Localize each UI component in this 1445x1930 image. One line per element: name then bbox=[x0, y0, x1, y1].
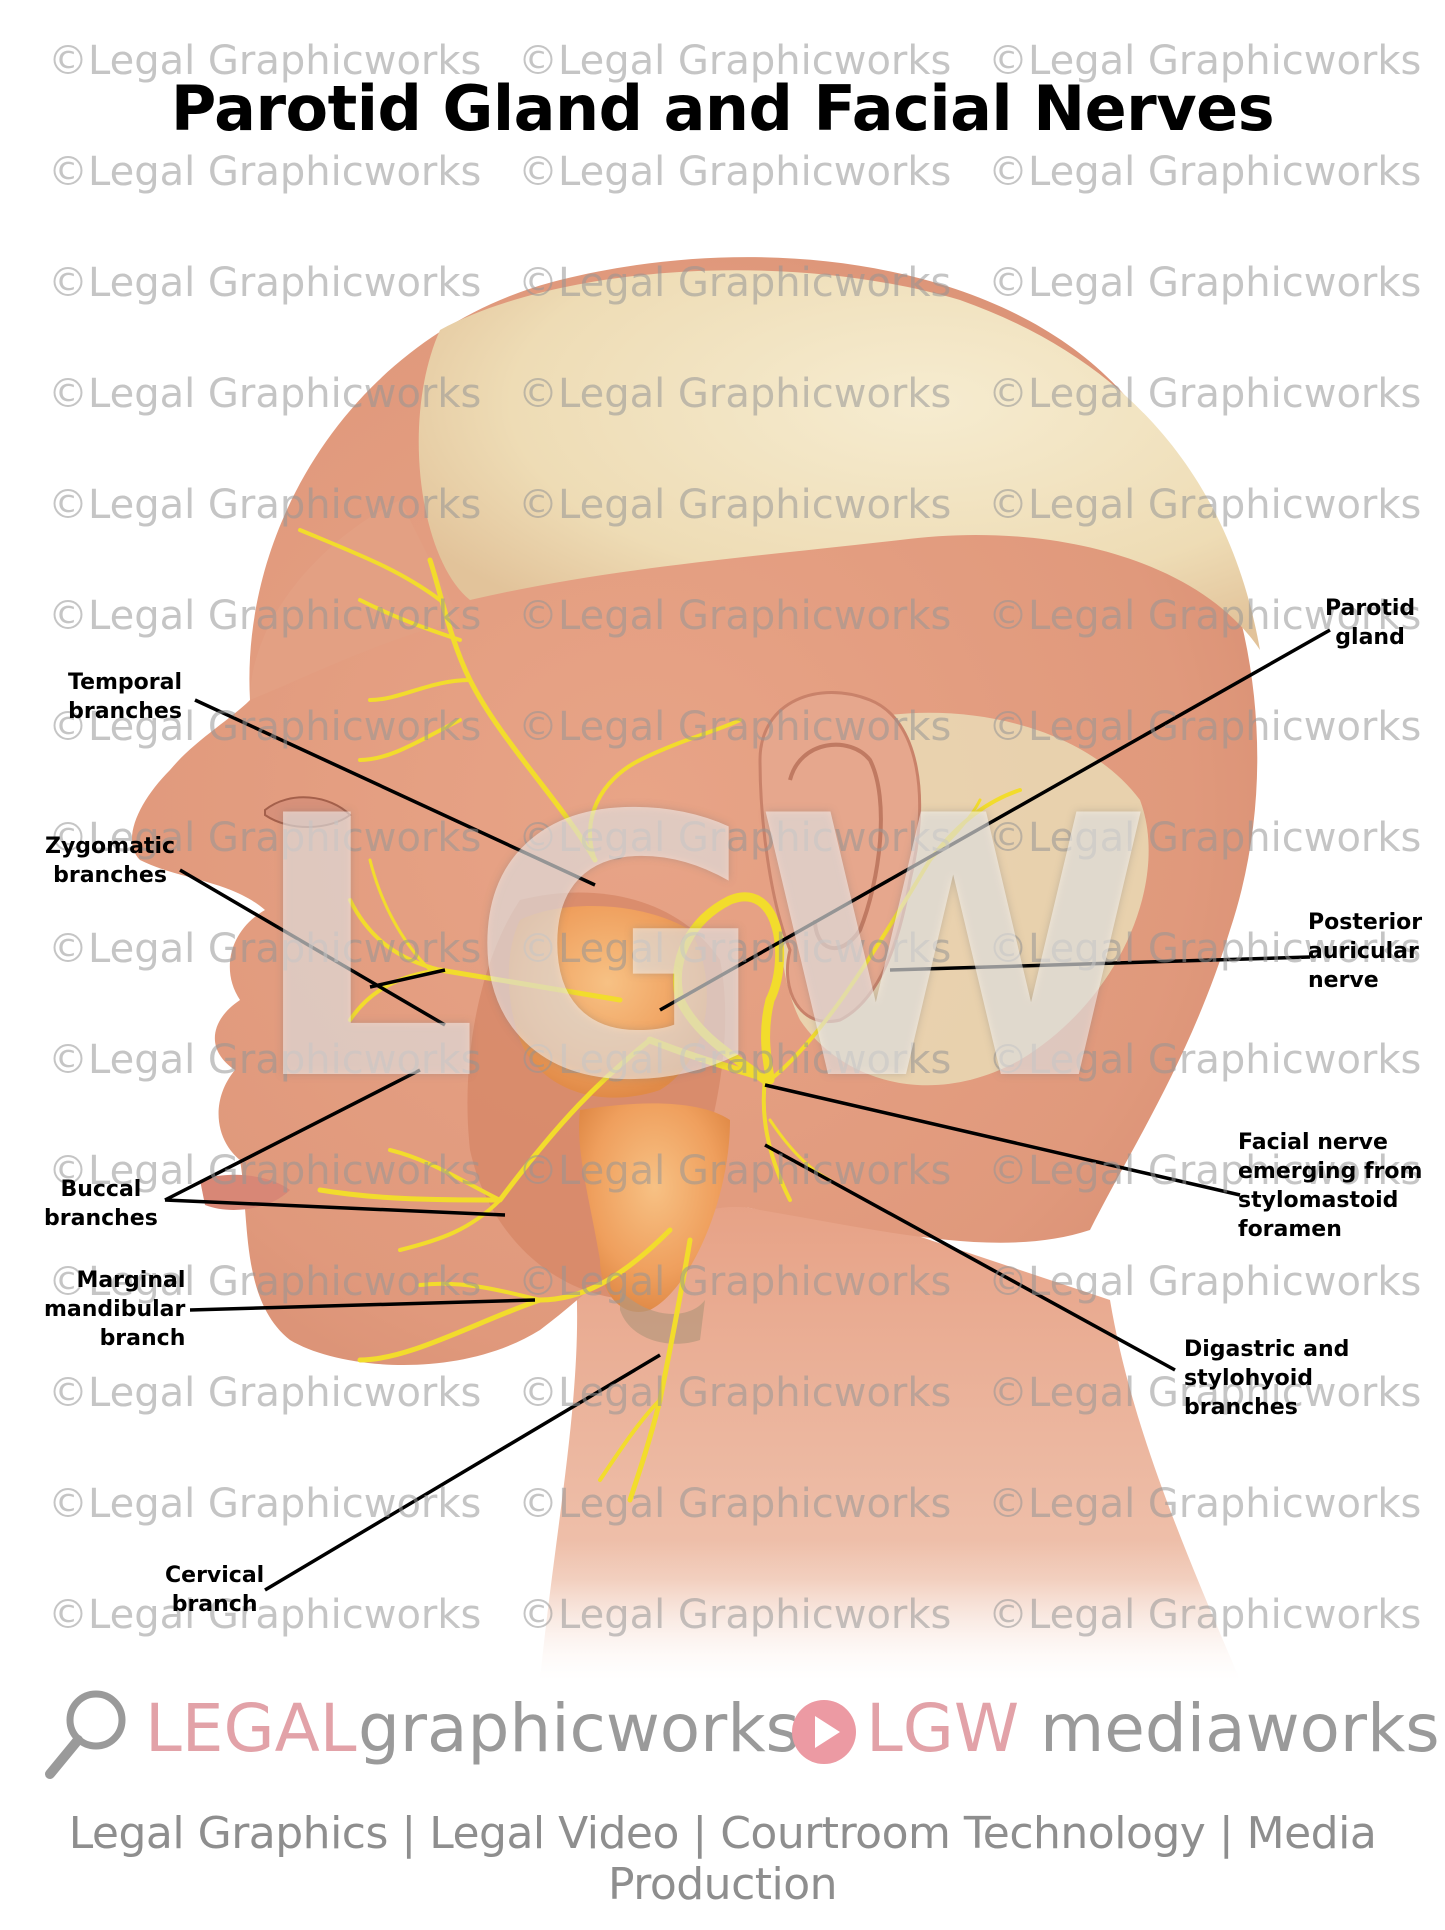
label-line: nerve bbox=[1308, 968, 1379, 993]
label-buccal-branches: Buccal branches bbox=[44, 1175, 158, 1233]
leader-buccal-2 bbox=[164, 1198, 506, 1217]
ear-inner bbox=[788, 742, 883, 951]
skull bbox=[418, 270, 1261, 650]
label-line: Digastric and bbox=[1184, 1337, 1350, 1362]
lgw-watermark-logo: LGW bbox=[250, 740, 1152, 1159]
label-line: Marginal bbox=[76, 1268, 186, 1293]
label-line: gland bbox=[1335, 625, 1405, 650]
leader-parotid bbox=[659, 628, 1331, 1012]
leader-posterior-auricular bbox=[889, 955, 1311, 972]
label-posterior-auricular-nerve: Posterior auricular nerve bbox=[1308, 908, 1422, 995]
bottom-fade bbox=[0, 1540, 1445, 1720]
label-line: stylomastoid bbox=[1238, 1188, 1399, 1213]
label-marginal-mandibular-branch: Marginal mandibular branch bbox=[44, 1266, 185, 1353]
label-line: Buccal bbox=[60, 1177, 142, 1202]
label-parotid-gland: Parotid gland bbox=[1325, 594, 1415, 652]
leader-zygomatic-2 bbox=[369, 968, 446, 989]
leader-digastric bbox=[764, 1143, 1176, 1372]
label-line: branches bbox=[1184, 1395, 1298, 1420]
label-line: foramen bbox=[1238, 1217, 1342, 1242]
play-circle-icon bbox=[792, 1700, 856, 1764]
label-digastric-stylohyoid: Digastric and stylohyoid branches bbox=[1184, 1335, 1349, 1422]
brand-mediaworks: mediaworks bbox=[1040, 1690, 1440, 1767]
brand-legal: LEGAL bbox=[145, 1690, 357, 1767]
label-line: branches bbox=[53, 863, 167, 888]
brand-tagline: Legal Graphics | Legal Video | Courtroom… bbox=[68, 1808, 1377, 1910]
leader-temporal bbox=[194, 698, 596, 887]
forehead bbox=[250, 500, 460, 700]
label-line: branch bbox=[99, 1326, 186, 1351]
label-cervical-branch: Cervical branch bbox=[165, 1561, 264, 1619]
label-line: Cervical bbox=[165, 1563, 265, 1588]
brand-lgw: LGW bbox=[866, 1690, 1020, 1767]
parotid-gland-lower bbox=[579, 1103, 730, 1312]
eye bbox=[264, 796, 352, 828]
label-line: Posterior bbox=[1308, 910, 1423, 935]
label-line: Facial nerve bbox=[1238, 1130, 1388, 1155]
label-line: emerging from bbox=[1238, 1159, 1423, 1184]
leader-lines bbox=[164, 628, 1331, 1592]
leader-cervical bbox=[264, 1353, 661, 1592]
label-line: mandibular bbox=[44, 1297, 186, 1322]
label-temporal-branches: Temporal branches bbox=[68, 668, 182, 726]
parotid-gland-upper bbox=[508, 906, 707, 1098]
brand-graphicworks: graphicworks bbox=[358, 1690, 800, 1767]
leader-buccal-1 bbox=[164, 1068, 421, 1202]
label-zygomatic-branches: Zygomatic branches bbox=[45, 832, 175, 890]
leader-zygomatic-1 bbox=[179, 868, 446, 1027]
leader-facial-nerve bbox=[764, 1083, 1241, 1197]
label-line: auricular bbox=[1308, 939, 1419, 964]
label-line: Temporal bbox=[68, 670, 183, 695]
label-line: branches bbox=[68, 699, 182, 724]
facial-nerve bbox=[298, 528, 1022, 1503]
label-line: Zygomatic bbox=[45, 834, 176, 859]
submandibular bbox=[620, 1290, 705, 1344]
label-line: Parotid bbox=[1325, 596, 1416, 621]
label-line: stylohyoid bbox=[1184, 1366, 1314, 1391]
label-facial-nerve-emerging: Facial nerve emerging from stylomastoid … bbox=[1238, 1128, 1422, 1244]
leader-marginal bbox=[189, 1298, 536, 1312]
label-line: branches bbox=[44, 1206, 158, 1231]
label-line: branch bbox=[171, 1592, 258, 1617]
page-title: Parotid Gland and Facial Nerves bbox=[170, 71, 1275, 145]
magnifier-icon bbox=[45, 1690, 126, 1779]
